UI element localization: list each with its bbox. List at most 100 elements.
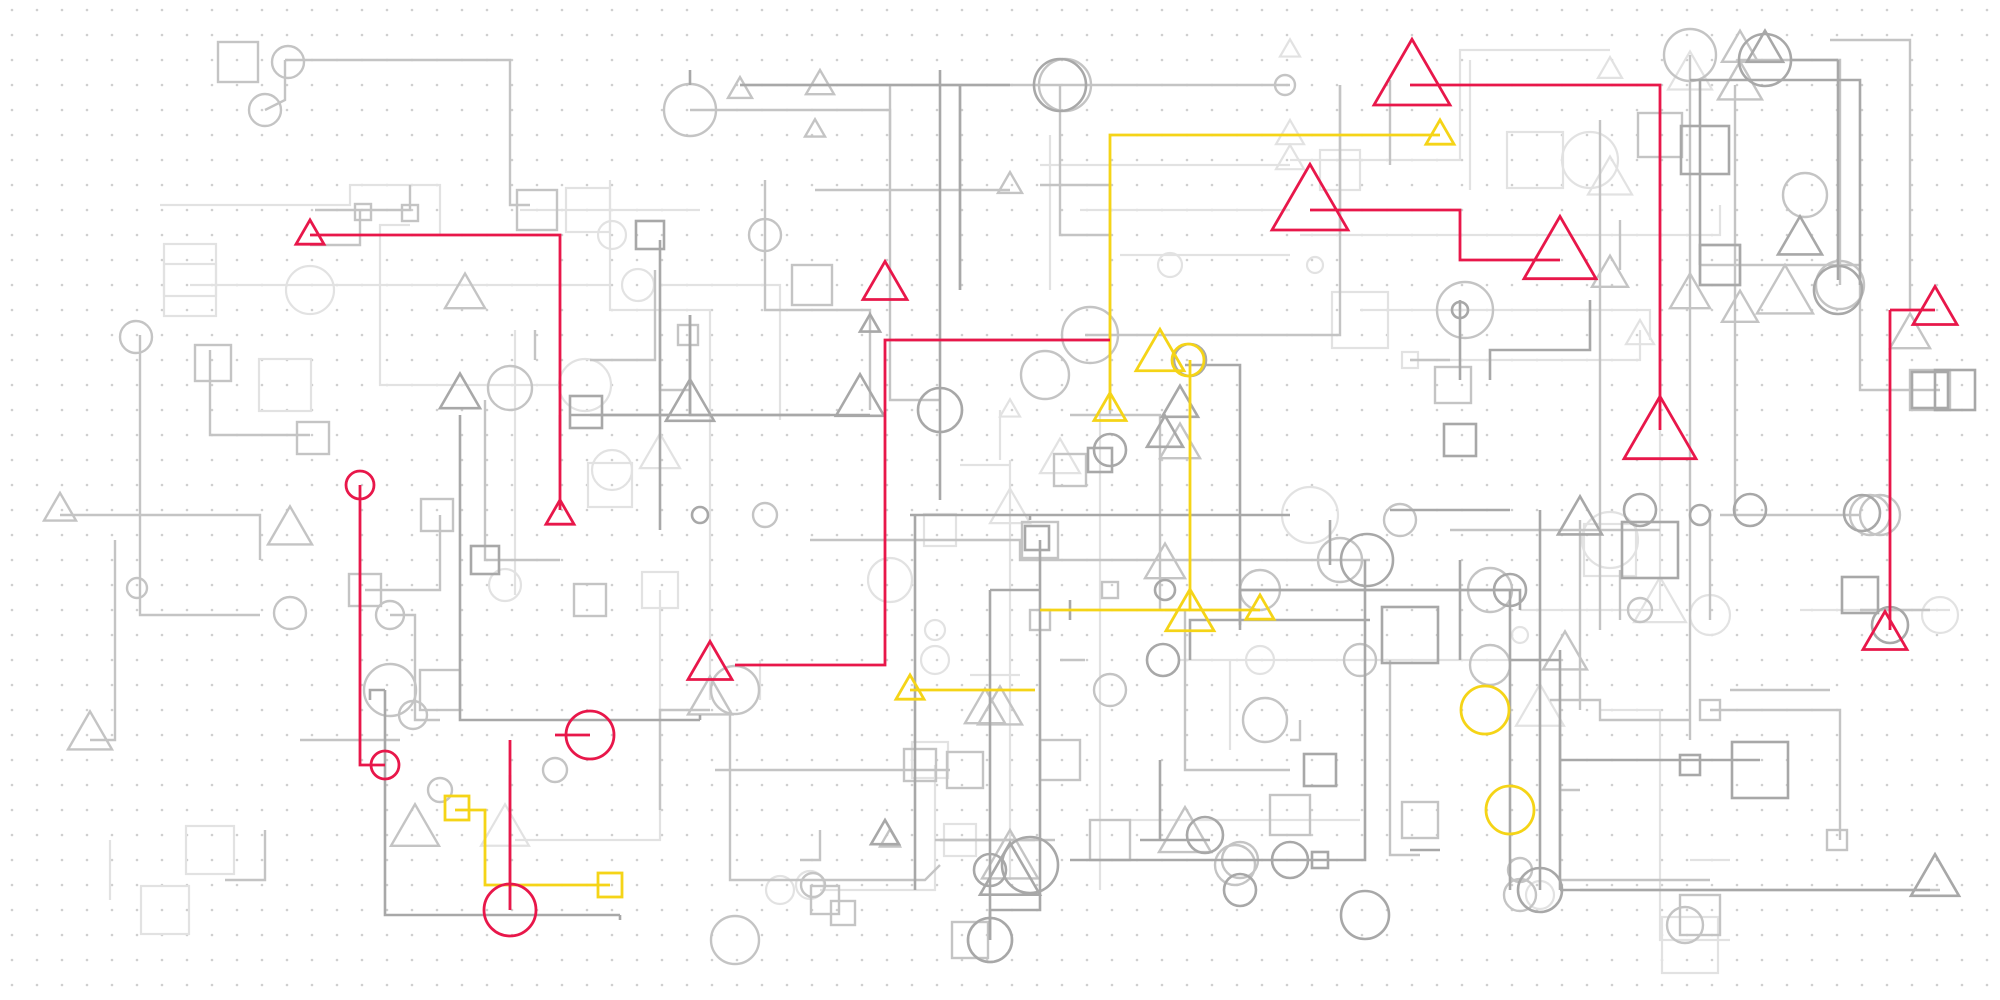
grid-dot [1885, 283, 1889, 287]
grid-dot [535, 708, 539, 712]
grid-dot [1310, 683, 1314, 687]
grid-dot [1285, 233, 1289, 237]
grid-dot [1835, 933, 1839, 937]
grid-dot [10, 683, 14, 687]
gray-connector-line [225, 830, 267, 882]
grid-dot [685, 833, 689, 837]
gray-connector-line [800, 830, 822, 862]
grid-dot [860, 508, 864, 512]
grid-dot [685, 458, 689, 462]
grid-dot [1885, 808, 1889, 812]
grid-dot [1835, 408, 1839, 412]
grid-dot [1510, 883, 1514, 887]
grid-dot [735, 858, 739, 862]
grid-dot [635, 633, 639, 637]
grid-dot [585, 833, 589, 837]
grid-dot [310, 158, 314, 162]
grid-dot [1760, 858, 1764, 862]
grid-dot [885, 233, 889, 237]
grid-dot [1185, 758, 1189, 762]
grid-dot [585, 33, 589, 37]
grid-dot [360, 983, 364, 987]
grid-dot [960, 683, 964, 687]
grid-dot [1035, 283, 1039, 287]
grid-dot [1735, 433, 1739, 437]
grid-dot [560, 33, 564, 37]
grid-dot [535, 583, 539, 587]
grid-dot [1360, 758, 1364, 762]
grid-dot [860, 808, 864, 812]
yellow-circle-node [1484, 784, 1536, 836]
grid-dot [735, 583, 739, 587]
grid-dot [635, 808, 639, 812]
grid-dot [135, 83, 139, 87]
grid-dot [1135, 633, 1139, 637]
grid-dot [385, 833, 389, 837]
grid-dot [935, 933, 939, 937]
grid-dot [1410, 183, 1414, 187]
grid-dot [1285, 633, 1289, 637]
grid-dot [1010, 33, 1014, 37]
grid-dot [1910, 658, 1914, 662]
grid-dot [935, 483, 939, 487]
grid-dot [1660, 733, 1664, 737]
grid-dot [610, 958, 614, 962]
grid-dot [810, 583, 814, 587]
grid-dot [1335, 883, 1339, 887]
grid-dot [260, 908, 264, 912]
grid-dot [685, 58, 689, 62]
gray-connector-line [1700, 263, 1940, 392]
gray-square-node [1698, 698, 1722, 722]
grid-dot [985, 433, 989, 437]
grid-dot [685, 408, 689, 412]
grid-dot [235, 583, 239, 587]
grid-dot [260, 983, 264, 987]
grid-dot [1435, 758, 1439, 762]
grid-dot [1935, 633, 1939, 637]
grid-dot [135, 883, 139, 887]
grid-dot [1085, 708, 1089, 712]
grid-dot [285, 883, 289, 887]
grid-dot [435, 783, 439, 787]
grid-dot [1060, 283, 1064, 287]
grid-dot [235, 733, 239, 737]
grid-dot [1985, 383, 1989, 387]
grid-dot [1685, 208, 1689, 212]
grid-dot [710, 983, 714, 987]
grid-dot [185, 383, 189, 387]
grid-dot [835, 433, 839, 437]
grid-dot [1460, 408, 1464, 412]
grid-dot [735, 458, 739, 462]
gray-square-node [1052, 452, 1088, 488]
grid-dot [735, 558, 739, 562]
grid-dot [60, 758, 64, 762]
grid-dot [1660, 983, 1664, 987]
grid-dot [1310, 83, 1314, 87]
grid-dot [1185, 383, 1189, 387]
grid-dot [835, 8, 839, 12]
gray-connector-line [160, 183, 442, 235]
grid-dot [560, 908, 564, 912]
grid-dot [960, 233, 964, 237]
grid-dot [285, 383, 289, 387]
grid-dot [1460, 108, 1464, 112]
grid-dot [1735, 483, 1739, 487]
grid-dot [1260, 808, 1264, 812]
grid-dot [1910, 83, 1914, 87]
grid-dot [560, 608, 564, 612]
grid-dot [785, 383, 789, 387]
gray-circle-node [1737, 32, 1793, 88]
grid-dot [1985, 983, 1989, 987]
red-triangle-node [1621, 393, 1699, 461]
grid-dot [710, 358, 714, 362]
grid-dot [1435, 983, 1439, 987]
grid-dot [1060, 683, 1064, 687]
grid-dot [1235, 633, 1239, 637]
grid-dot [1560, 483, 1564, 487]
grid-dot [1810, 33, 1814, 37]
grid-dot [810, 158, 814, 162]
grid-dot [1960, 533, 1964, 537]
grid-dot [535, 783, 539, 787]
grid-dot [1485, 758, 1489, 762]
grid-dot [1335, 183, 1339, 187]
